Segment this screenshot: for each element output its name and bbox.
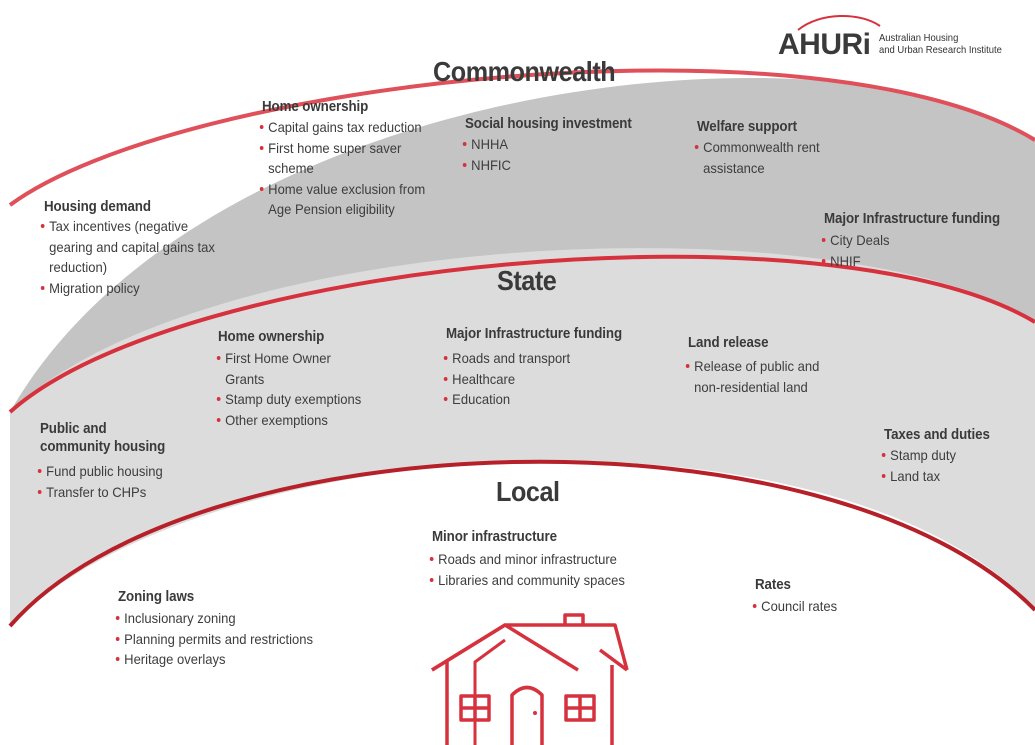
logo-subtitle-line1: Australian Housing — [879, 32, 959, 44]
list-item: Healthcare — [441, 369, 570, 390]
list-item: Stamp duty exemptions — [214, 389, 361, 410]
list-minor-infrastructure: Roads and minor infrastructure Libraries… — [427, 549, 640, 590]
list-item: Home value exclusion from Age Pension el… — [257, 179, 450, 220]
list-item: Roads and minor infrastructure — [427, 549, 625, 570]
list-item: Stamp duty — [879, 445, 956, 466]
heading-land-release: Land release — [688, 335, 769, 351]
list-zoning-laws: Inclusionary zoning Planning permits and… — [113, 608, 328, 670]
heading-state-home-ownership: Home ownership — [218, 329, 325, 345]
list-item: Roads and transport — [441, 348, 570, 369]
item-text: First home super saver scheme — [268, 139, 402, 177]
list-item: Inclusionary zoning — [113, 608, 313, 629]
heading-cw-home-ownership: Home ownership — [262, 99, 369, 115]
list-public-housing: Fund public housing Transfer to CHPs — [35, 461, 172, 502]
ahuri-logo-subtitle: Australian Housing and Urban Research In… — [879, 32, 1002, 56]
list-item: Other exemptions — [214, 410, 361, 431]
list-item: City Deals — [819, 230, 889, 251]
item-text: Release of public and non-residential la… — [694, 358, 820, 395]
list-item: First Home Owner Grants — [214, 348, 361, 389]
list-item: Release of public and non-residential la… — [683, 356, 834, 397]
list-rates: Council rates — [750, 596, 844, 617]
list-state-home-ownership: First Home Owner Grants Stamp duty exemp… — [214, 348, 372, 430]
list-item: NHHA — [460, 134, 511, 155]
logo-subtitle-line2: and Urban Research Institute — [879, 44, 1002, 56]
list-item: Libraries and community spaces — [427, 570, 625, 591]
house-icon — [431, 613, 629, 745]
item-text: Home value exclusion from Age Pension el… — [268, 180, 426, 218]
ahuri-logo-wordmark: AHURi — [778, 28, 871, 61]
list-land-release: Release of public and non-residential la… — [683, 356, 845, 397]
list-item: Planning permits and restrictions — [113, 629, 313, 650]
item-text: Tax incentives (negative gearing and cap… — [49, 218, 215, 275]
heading-minor-infrastructure: Minor infrastructure — [432, 529, 557, 545]
heading-social-housing: Social housing investment — [465, 116, 632, 132]
heading-public-housing: Public and community housing — [40, 421, 166, 455]
list-housing-demand: Tax incentives (negative gearing and cap… — [38, 216, 240, 298]
heading-rates: Rates — [755, 577, 791, 593]
list-item: Migration policy — [38, 278, 226, 299]
list-item: Fund public housing — [35, 461, 163, 482]
list-item: Heritage overlays — [113, 649, 313, 670]
item-text: First Home Owner Grants — [225, 350, 331, 387]
list-item: NHIF — [819, 251, 889, 272]
list-cw-infrastructure: City Deals NHIF — [819, 230, 895, 271]
heading-state-infrastructure: Major Infrastructure funding — [446, 326, 623, 342]
commonwealth-arch-line — [8, 68, 1035, 207]
list-cw-home-ownership: Capital gains tax reduction First home s… — [257, 117, 464, 220]
heading-cw-infrastructure: Major Infrastructure funding — [824, 211, 1001, 227]
list-welfare-support: Commonwealth rent assistance — [692, 137, 854, 178]
state-arch-line — [8, 254, 1035, 414]
list-social-housing: NHHA NHFIC — [460, 134, 515, 175]
heading-housing-demand: Housing demand — [44, 199, 151, 215]
heading-zoning-laws: Zoning laws — [118, 589, 195, 605]
list-item: Tax incentives (negative gearing and cap… — [38, 216, 226, 278]
list-taxes-duties: Stamp duty Land tax — [879, 445, 962, 486]
item-text: Commonwealth rent assistance — [703, 139, 820, 176]
list-item: Education — [441, 389, 570, 410]
list-item: Capital gains tax reduction — [257, 117, 450, 138]
tier-title-commonwealth: Commonwealth — [433, 56, 616, 87]
list-item: First home super saver scheme — [257, 138, 450, 179]
local-band — [10, 460, 1035, 745]
heading-taxes-duties: Taxes and duties — [884, 427, 990, 443]
list-item: Land tax — [879, 466, 956, 487]
logo-arc — [797, 15, 881, 31]
list-item: NHFIC — [460, 155, 511, 176]
tier-title-state: State — [497, 265, 557, 296]
local-arch-line — [8, 459, 1035, 628]
list-state-infrastructure: Roads and transport Healthcare Education — [441, 348, 580, 410]
list-item: Commonwealth rent assistance — [692, 137, 843, 178]
heading-welfare-support: Welfare support — [697, 119, 797, 135]
list-item: Transfer to CHPs — [35, 482, 163, 503]
tier-title-local: Local — [496, 476, 560, 507]
list-item: Council rates — [750, 596, 837, 617]
